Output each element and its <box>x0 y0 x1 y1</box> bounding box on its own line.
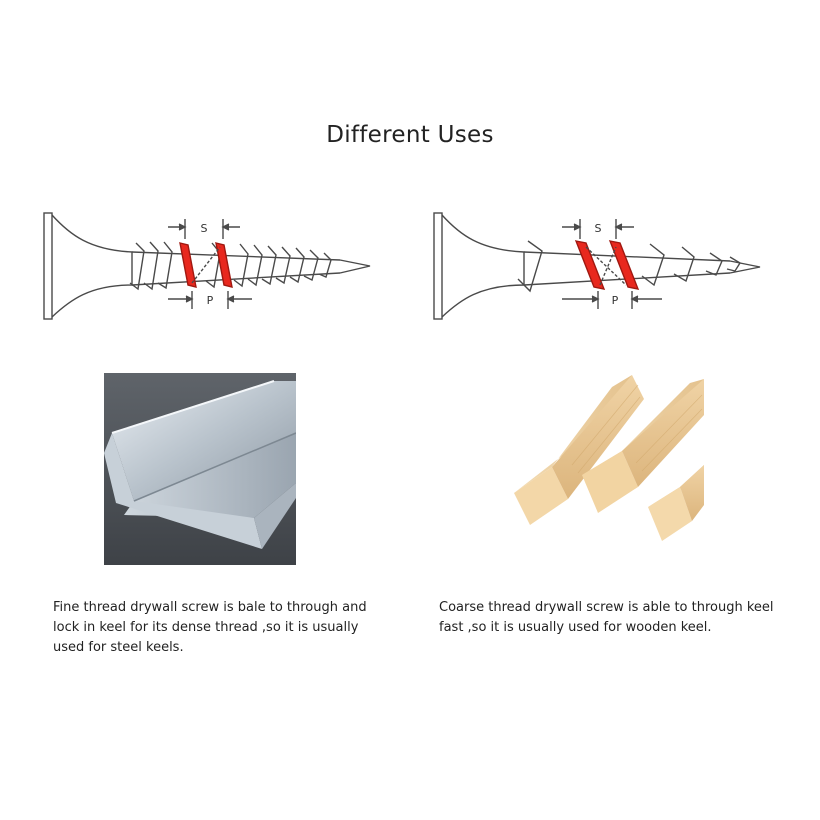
pitch-label: P <box>207 294 214 307</box>
fine-thread-screw-diagram: S P <box>43 212 371 320</box>
fine-threads <box>129 241 332 291</box>
coarse-thread-screw-diagram: S P <box>433 212 761 320</box>
screw-tip <box>339 259 371 274</box>
highlighted-thread <box>608 240 640 290</box>
wood-beam <box>648 465 704 541</box>
spacing-dimension <box>562 219 634 239</box>
screw-shank <box>51 214 133 318</box>
wood-beam <box>582 379 704 513</box>
spacing-dimension <box>168 219 240 239</box>
highlighted-thread <box>179 242 197 288</box>
screw-head <box>43 212 53 320</box>
coarse-threads <box>517 240 741 293</box>
coarse-thread-caption: Coarse thread drywall screw is able to t… <box>439 600 774 635</box>
screw-head <box>433 212 443 320</box>
screw-shank <box>441 214 525 318</box>
spacing-label: S <box>201 222 208 235</box>
highlighted-thread <box>215 242 233 288</box>
steel-keel-image <box>104 373 296 565</box>
page-title: Different Uses <box>326 122 494 148</box>
spacing-label: S <box>595 222 602 235</box>
wooden-keel-image <box>512 375 704 567</box>
highlighted-thread <box>574 240 606 290</box>
pitch-dimension <box>562 291 662 309</box>
pitch-dimension <box>168 291 252 309</box>
fine-thread-caption: Fine thread drywall screw is bale to thr… <box>53 600 367 655</box>
pitch-label: P <box>612 294 619 307</box>
